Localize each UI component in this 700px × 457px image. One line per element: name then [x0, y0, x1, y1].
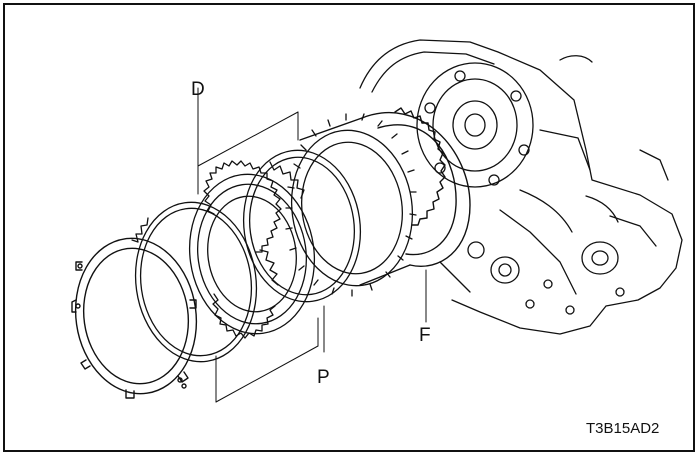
- figure-frame: [3, 3, 695, 452]
- figure-code: T3B15AD2: [586, 420, 660, 437]
- friction-plate-back: [285, 113, 417, 297]
- backing-plate-front: [71, 237, 198, 399]
- thin-ring: [131, 201, 258, 363]
- callout-label-f: F: [419, 325, 431, 346]
- callout-label-p: P: [317, 367, 330, 388]
- friction-plate-middle: [188, 160, 316, 339]
- transmission-housing: [359, 39, 683, 335]
- clutch-drum: [299, 107, 471, 286]
- leader-lines-d: [197, 87, 319, 403]
- steel-plate: [242, 149, 362, 303]
- callout-label-d: D: [191, 79, 205, 100]
